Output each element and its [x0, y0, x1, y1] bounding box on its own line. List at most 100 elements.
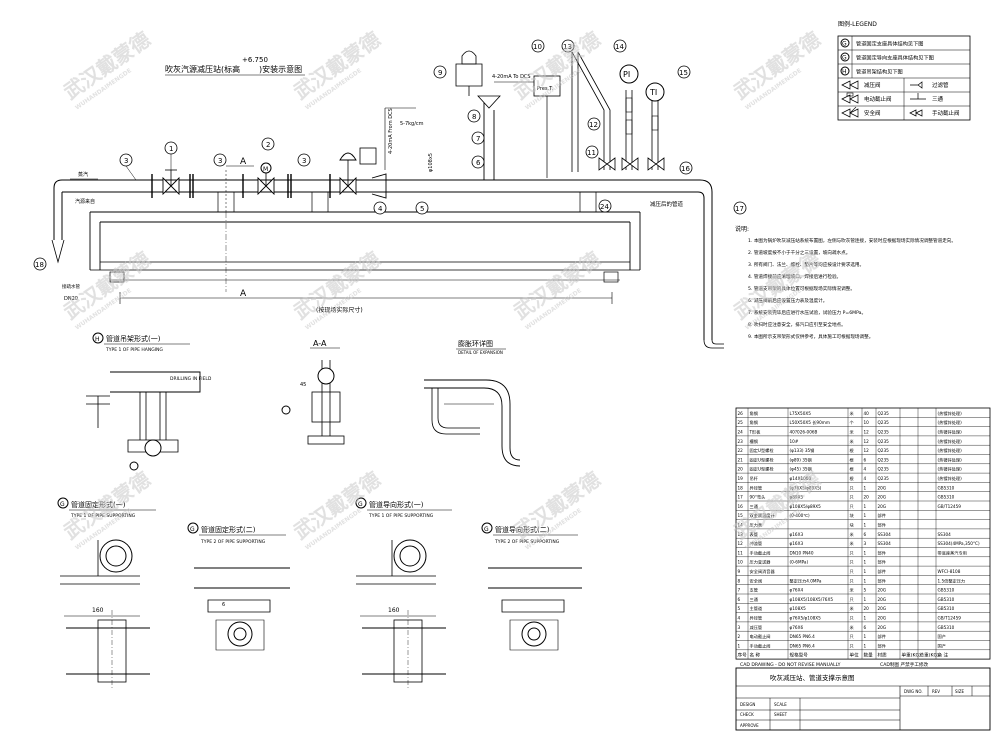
bom-cell: 块 [850, 522, 855, 529]
bom-cell: 手动截止阀 [750, 549, 771, 556]
svg-text:17: 17 [735, 205, 744, 213]
svg-text:A: A [240, 157, 247, 167]
svg-text:6: 6 [222, 602, 225, 608]
bom-cell: 米 [850, 410, 855, 417]
bom-cell: 米 [850, 624, 855, 631]
bom-cell: φ108X5/108X5/76X5 [790, 597, 834, 602]
svg-text:TI: TI [649, 88, 657, 97]
bom-cell: GB5310 [938, 588, 955, 593]
cad-note: CAD DRAWING - DO NOT REVISE MANUALLY [740, 662, 841, 668]
bom-cell: 20G [878, 504, 887, 509]
svg-text:管道导向形式(二): 管道导向形式(二) [495, 525, 550, 534]
bom-cell: 20G [878, 616, 887, 621]
bom-cell: T形板 [749, 429, 762, 436]
bom-cell: 19 [738, 476, 744, 481]
bom-cell: 13 [738, 532, 744, 537]
svg-text:45: 45 [300, 382, 306, 388]
svg-text:武汉戴蒙德: 武汉戴蒙德 [509, 467, 605, 544]
bom-cell: Q235 [878, 467, 890, 472]
bom-cell: 1 [864, 597, 867, 602]
bom-cell: 6 [738, 597, 741, 602]
bom-cell: GB5310 [938, 625, 955, 630]
bom-cell: 米 [850, 531, 855, 538]
bom-cell: 根 [850, 447, 855, 454]
svg-text:TYPE 1 OF PIPE HANGING: TYPE 1 OF PIPE HANGING [105, 347, 163, 353]
bom-cell: 8 [738, 578, 741, 583]
svg-text:H: H [95, 336, 100, 343]
bom-cell: 20G [878, 606, 887, 611]
bom-cell: (φ133) 35钢 [790, 447, 815, 454]
svg-text:REV: REV [932, 689, 940, 694]
svg-text:7. 系统安装完毕后应进行水压试验，试验压力 P=6MPa。: 7. 系统安装完毕后应进行水压试验，试验压力 P=6MPa。 [748, 309, 866, 316]
svg-text:减压后的管道: 减压后的管道 [650, 200, 684, 208]
bom-cell: 只 [850, 643, 854, 649]
svg-text:SHEET: SHEET [774, 712, 788, 717]
bom-cell: 只 [850, 616, 854, 622]
svg-text:G: G [190, 526, 195, 533]
svg-text:3: 3 [302, 157, 306, 165]
detail-pipe-hanger: H 管道吊架形式(一) TYPE 1 OF PIPE HANGING DRILL… [86, 332, 212, 471]
bom-cell: 压力变送器 [750, 559, 772, 566]
bom-cell: 固定U型螺栓 [750, 466, 775, 473]
bom-cell: (φ45) 35钢 [790, 466, 812, 473]
bom-cell: 6 [864, 532, 867, 537]
bom-cell: (φ76X5/φ89X5) [790, 485, 822, 490]
bom-cell: (热镀锌处理) [938, 456, 963, 463]
bom-cell: 部件 [878, 549, 886, 556]
svg-text:安全阀: 安全阀 [864, 109, 881, 117]
detail-guide-support-1: G 管道导向形式(一) TYPE 1 OF PIPE SUPPORTING 16… [355, 497, 452, 690]
bom-cell: 米 [850, 605, 855, 612]
bom-header-cell: 单位 [850, 652, 860, 659]
bom-cell: 异径管 [750, 615, 763, 622]
bom-cell: SS304 [878, 541, 892, 546]
bom-cell: (热镀锌处理) [938, 429, 963, 436]
general-notes: 说明: 1. 本图为锅炉吹灰减压站系统布置图，左侧与吹灰管连接，安装时应根据现场… [735, 225, 956, 340]
bom-cell: Q235 [878, 476, 890, 481]
svg-text:PI: PI [623, 70, 630, 79]
svg-text:接疏水管: 接疏水管 [62, 283, 80, 290]
svg-text:管道吊架形式(一): 管道吊架形式(一) [106, 334, 161, 343]
svg-text:DWG NO.: DWG NO. [904, 689, 923, 694]
svg-text:武汉戴蒙德: 武汉戴蒙德 [509, 27, 605, 104]
bom-cell: 角钢 [750, 419, 758, 426]
bom-cell: 4 [864, 476, 867, 481]
main-piping-elevation: 蒸汽 汽源来自 M 4-20mA From DCS 5-7kg/cm φ108x… [33, 39, 747, 349]
bom-cell: 15 [738, 513, 744, 518]
bom-cell: Q235 [878, 411, 890, 416]
bom-cell: (热镀锌处理) [938, 438, 963, 445]
bom-cell: L50X50X5 长90mm [790, 419, 830, 426]
bom-cell: 1 [864, 504, 867, 509]
bom-cell: 1 [864, 550, 867, 555]
drawing-title: 吹灰汽源减压站(标高 )安装示意图 +6.750 [165, 56, 305, 76]
svg-text:5: 5 [420, 205, 424, 213]
bom-header-cell: 名 称 [750, 652, 761, 659]
bom-cell: 部件 [878, 512, 886, 519]
svg-text:G: G [842, 41, 847, 48]
detail-fixed-support-1: G 管道固定形式(一) TYPE 1 OF PIPE SUPPORTING 16… [57, 497, 156, 690]
svg-text:H: H [842, 69, 847, 76]
bom-cell: 20G [878, 588, 887, 593]
svg-text:8: 8 [472, 113, 476, 121]
bom-cell: φ76X5/φ108X5 [790, 616, 822, 621]
bom-cell: 只 [850, 504, 854, 510]
bom-cell: Q235 [878, 457, 890, 462]
bom-cell: 安全阀消音器 [750, 568, 776, 575]
svg-text:APPROVE: APPROVE [740, 723, 759, 728]
svg-text:管道吊架结构见下图: 管道吊架结构见下图 [856, 68, 903, 76]
bom-cell: 电动截止阀 [750, 633, 771, 640]
svg-text:三通: 三通 [932, 95, 944, 103]
bom-cell: 吊杆 [750, 475, 759, 482]
bom-cell: (0-6MPa) [790, 560, 809, 565]
bom-cell: 21 [738, 457, 744, 462]
bom-cell: 异径管 [750, 484, 763, 491]
svg-text:16: 16 [681, 165, 690, 173]
bom-cell: 手动截止阀 [750, 642, 771, 649]
svg-text:G: G [842, 55, 847, 62]
bom-cell: 1 [864, 616, 867, 621]
svg-text:图例-LEGEND: 图例-LEGEND [838, 20, 877, 28]
svg-text:DN20: DN20 [64, 296, 78, 302]
bom-cell: 1.5倍整定压力 [938, 577, 966, 584]
